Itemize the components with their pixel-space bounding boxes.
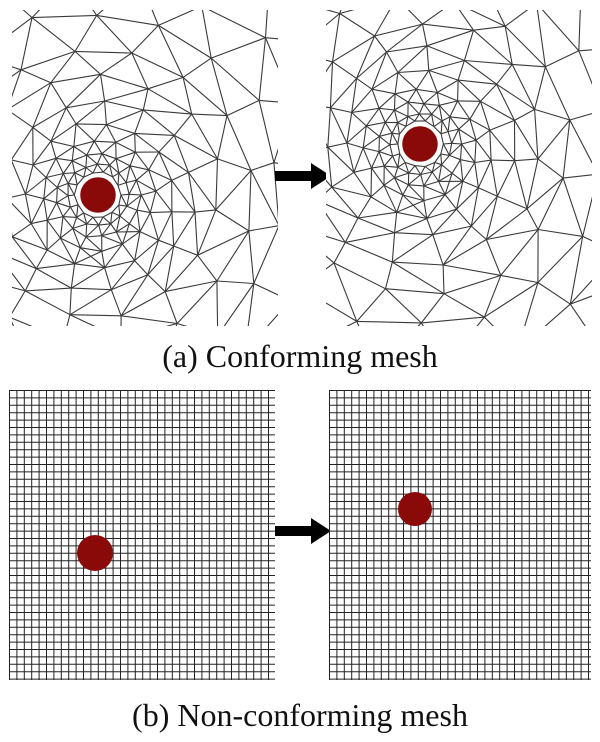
nonconforming-grid-before: [9, 390, 275, 680]
conforming-transition-arrow-icon: [275, 163, 331, 194]
nonconforming-mesh-before-panel: [9, 390, 275, 680]
particle: [398, 492, 432, 526]
particle: [399, 123, 441, 165]
arrow-shape: [275, 163, 331, 189]
nonconforming-grid-after: [329, 390, 591, 680]
conforming-mesh-before-panel: [12, 10, 278, 326]
caption-conforming: (a) Conforming mesh: [162, 338, 438, 374]
conforming-mesh-after-panel: [326, 10, 592, 326]
triangle-edges: [326, 10, 592, 326]
conforming-mesh-after: [326, 10, 592, 326]
arrow-shape: [275, 518, 331, 544]
conforming-mesh-before: [12, 10, 278, 326]
grid-lines: [329, 390, 591, 680]
particle: [77, 535, 113, 571]
particle: [77, 174, 119, 216]
grid-lines: [9, 390, 275, 680]
nonconforming-mesh-after-panel: [329, 390, 591, 680]
nonconforming-transition-arrow-icon: [275, 518, 331, 549]
triangle-edges: [12, 10, 278, 326]
caption-nonconforming: (b) Non-conforming mesh: [132, 697, 468, 733]
